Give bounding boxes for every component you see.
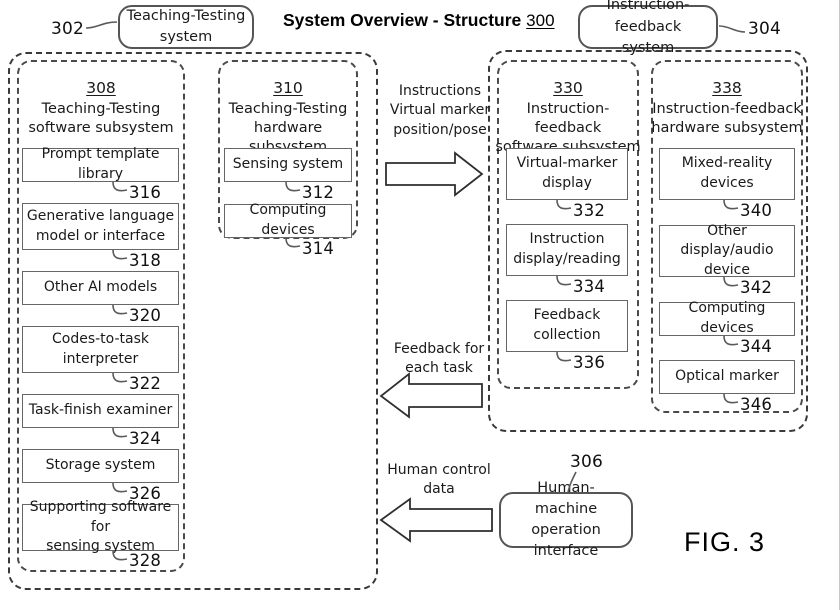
column-338-title-line2: hardware subsystem [651, 119, 803, 136]
column-308-number: 308 [86, 79, 116, 97]
component-task-finish-examiner[interactable]: Task-finish examiner [22, 394, 179, 428]
figure-caption: FIG. 3 [684, 527, 766, 557]
component-label: Other AI models [43, 279, 158, 296]
column-330-header: 330 Instruction-feedback software subsys… [494, 78, 642, 157]
instruction-feedback-system-container [488, 50, 808, 432]
component-computing-devices-310[interactable]: Computing devices [224, 202, 352, 238]
component-label: Task-finish examiner [28, 402, 173, 419]
instructions-arrow-icon [385, 151, 484, 197]
component-storage-system[interactable]: Storage system [22, 449, 179, 483]
ref-306: 306 [570, 452, 604, 472]
component-prompt-template-library[interactable]: Prompt template library [22, 146, 179, 182]
component-label: Prompt template library [41, 146, 160, 182]
feedback-arrow-icon [379, 372, 483, 419]
component-label: Computing devices [688, 300, 766, 336]
column-310-header: 310 Teaching-Testing hardware subsystem [216, 78, 360, 157]
ref-334: 334 [573, 277, 606, 296]
component-sensing-system[interactable]: Sensing system [224, 148, 352, 182]
ref-302: 302 [51, 19, 85, 39]
column-330-title-line1: Instruction-feedback [526, 100, 610, 136]
ref-320: 320 [129, 306, 162, 325]
ref-318: 318 [129, 251, 162, 270]
column-308-title-line1: Teaching-Testing [41, 100, 161, 117]
column-338-container [651, 60, 803, 413]
teaching-testing-system-container [8, 52, 378, 590]
ref-324: 324 [129, 429, 162, 448]
page-title: System Overview - Structure 300 [283, 10, 555, 31]
column-338-number: 338 [712, 79, 742, 97]
ref-326: 326 [129, 484, 162, 503]
ref-332: 332 [573, 201, 606, 220]
ref-344: 344 [740, 337, 773, 356]
ref-314: 314 [302, 239, 335, 258]
component-computing-devices-338[interactable]: Computing devices [659, 300, 795, 336]
column-308-title-line2: software subsystem [28, 119, 174, 136]
column-338-header: 338 Instruction-feedback hardware subsys… [647, 78, 807, 138]
column-330-number: 330 [553, 79, 583, 97]
ref-346: 346 [740, 395, 773, 414]
leader-line-302 [85, 21, 118, 29]
component-label: Sensing system [232, 156, 344, 173]
component-label: Storage system [45, 457, 156, 474]
ref-336: 336 [573, 353, 606, 372]
column-308-container [17, 60, 185, 572]
column-338-title-line1: Instruction-feedback [652, 100, 802, 117]
component-optical-marker[interactable]: Optical marker [659, 360, 795, 394]
human-control-arrow-icon [379, 497, 493, 543]
component-other-ai-models[interactable]: Other AI models [22, 271, 179, 305]
ref-322: 322 [129, 374, 162, 393]
ref-312: 312 [302, 183, 335, 202]
column-310-number: 310 [273, 79, 303, 97]
ref-316: 316 [129, 183, 162, 202]
ref-304: 304 [748, 19, 782, 39]
page-title-number: 300 [526, 11, 555, 30]
column-308-header: 308 Teaching-Testing software subsystem [17, 78, 185, 138]
ref-340: 340 [740, 201, 773, 220]
ref-328: 328 [129, 551, 162, 570]
component-label: Computing devices [249, 202, 327, 238]
ref-342: 342 [740, 278, 773, 297]
column-330-container [497, 60, 639, 389]
page-title-text: System Overview - Structure [283, 10, 522, 30]
leader-line-304 [718, 25, 746, 33]
component-label: Optical marker [675, 368, 779, 385]
column-310-title-line1: Teaching-Testing [228, 100, 348, 117]
